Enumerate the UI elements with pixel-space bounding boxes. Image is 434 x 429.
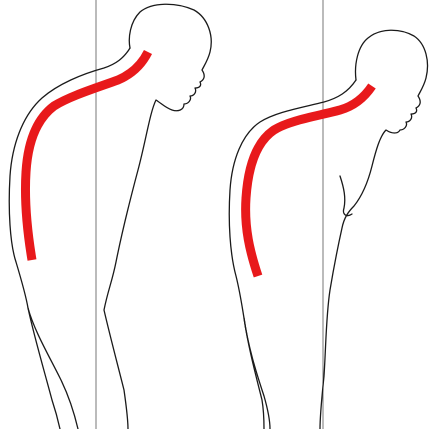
figure-left-front-outline (8, 47, 131, 429)
figure-right (228, 29, 429, 429)
figure-right-back-outline (319, 29, 429, 429)
figure-right-spine (241, 83, 376, 278)
figure-left-spine (20, 49, 153, 261)
figure-left-leg-outline (27, 307, 61, 429)
figure-right-front-outline (228, 79, 357, 429)
figure-right-arm-outline (339, 175, 353, 217)
figure-left (8, 3, 212, 429)
figure-right-leg-outline (243, 317, 265, 429)
figure-left-back-outline (103, 3, 212, 429)
